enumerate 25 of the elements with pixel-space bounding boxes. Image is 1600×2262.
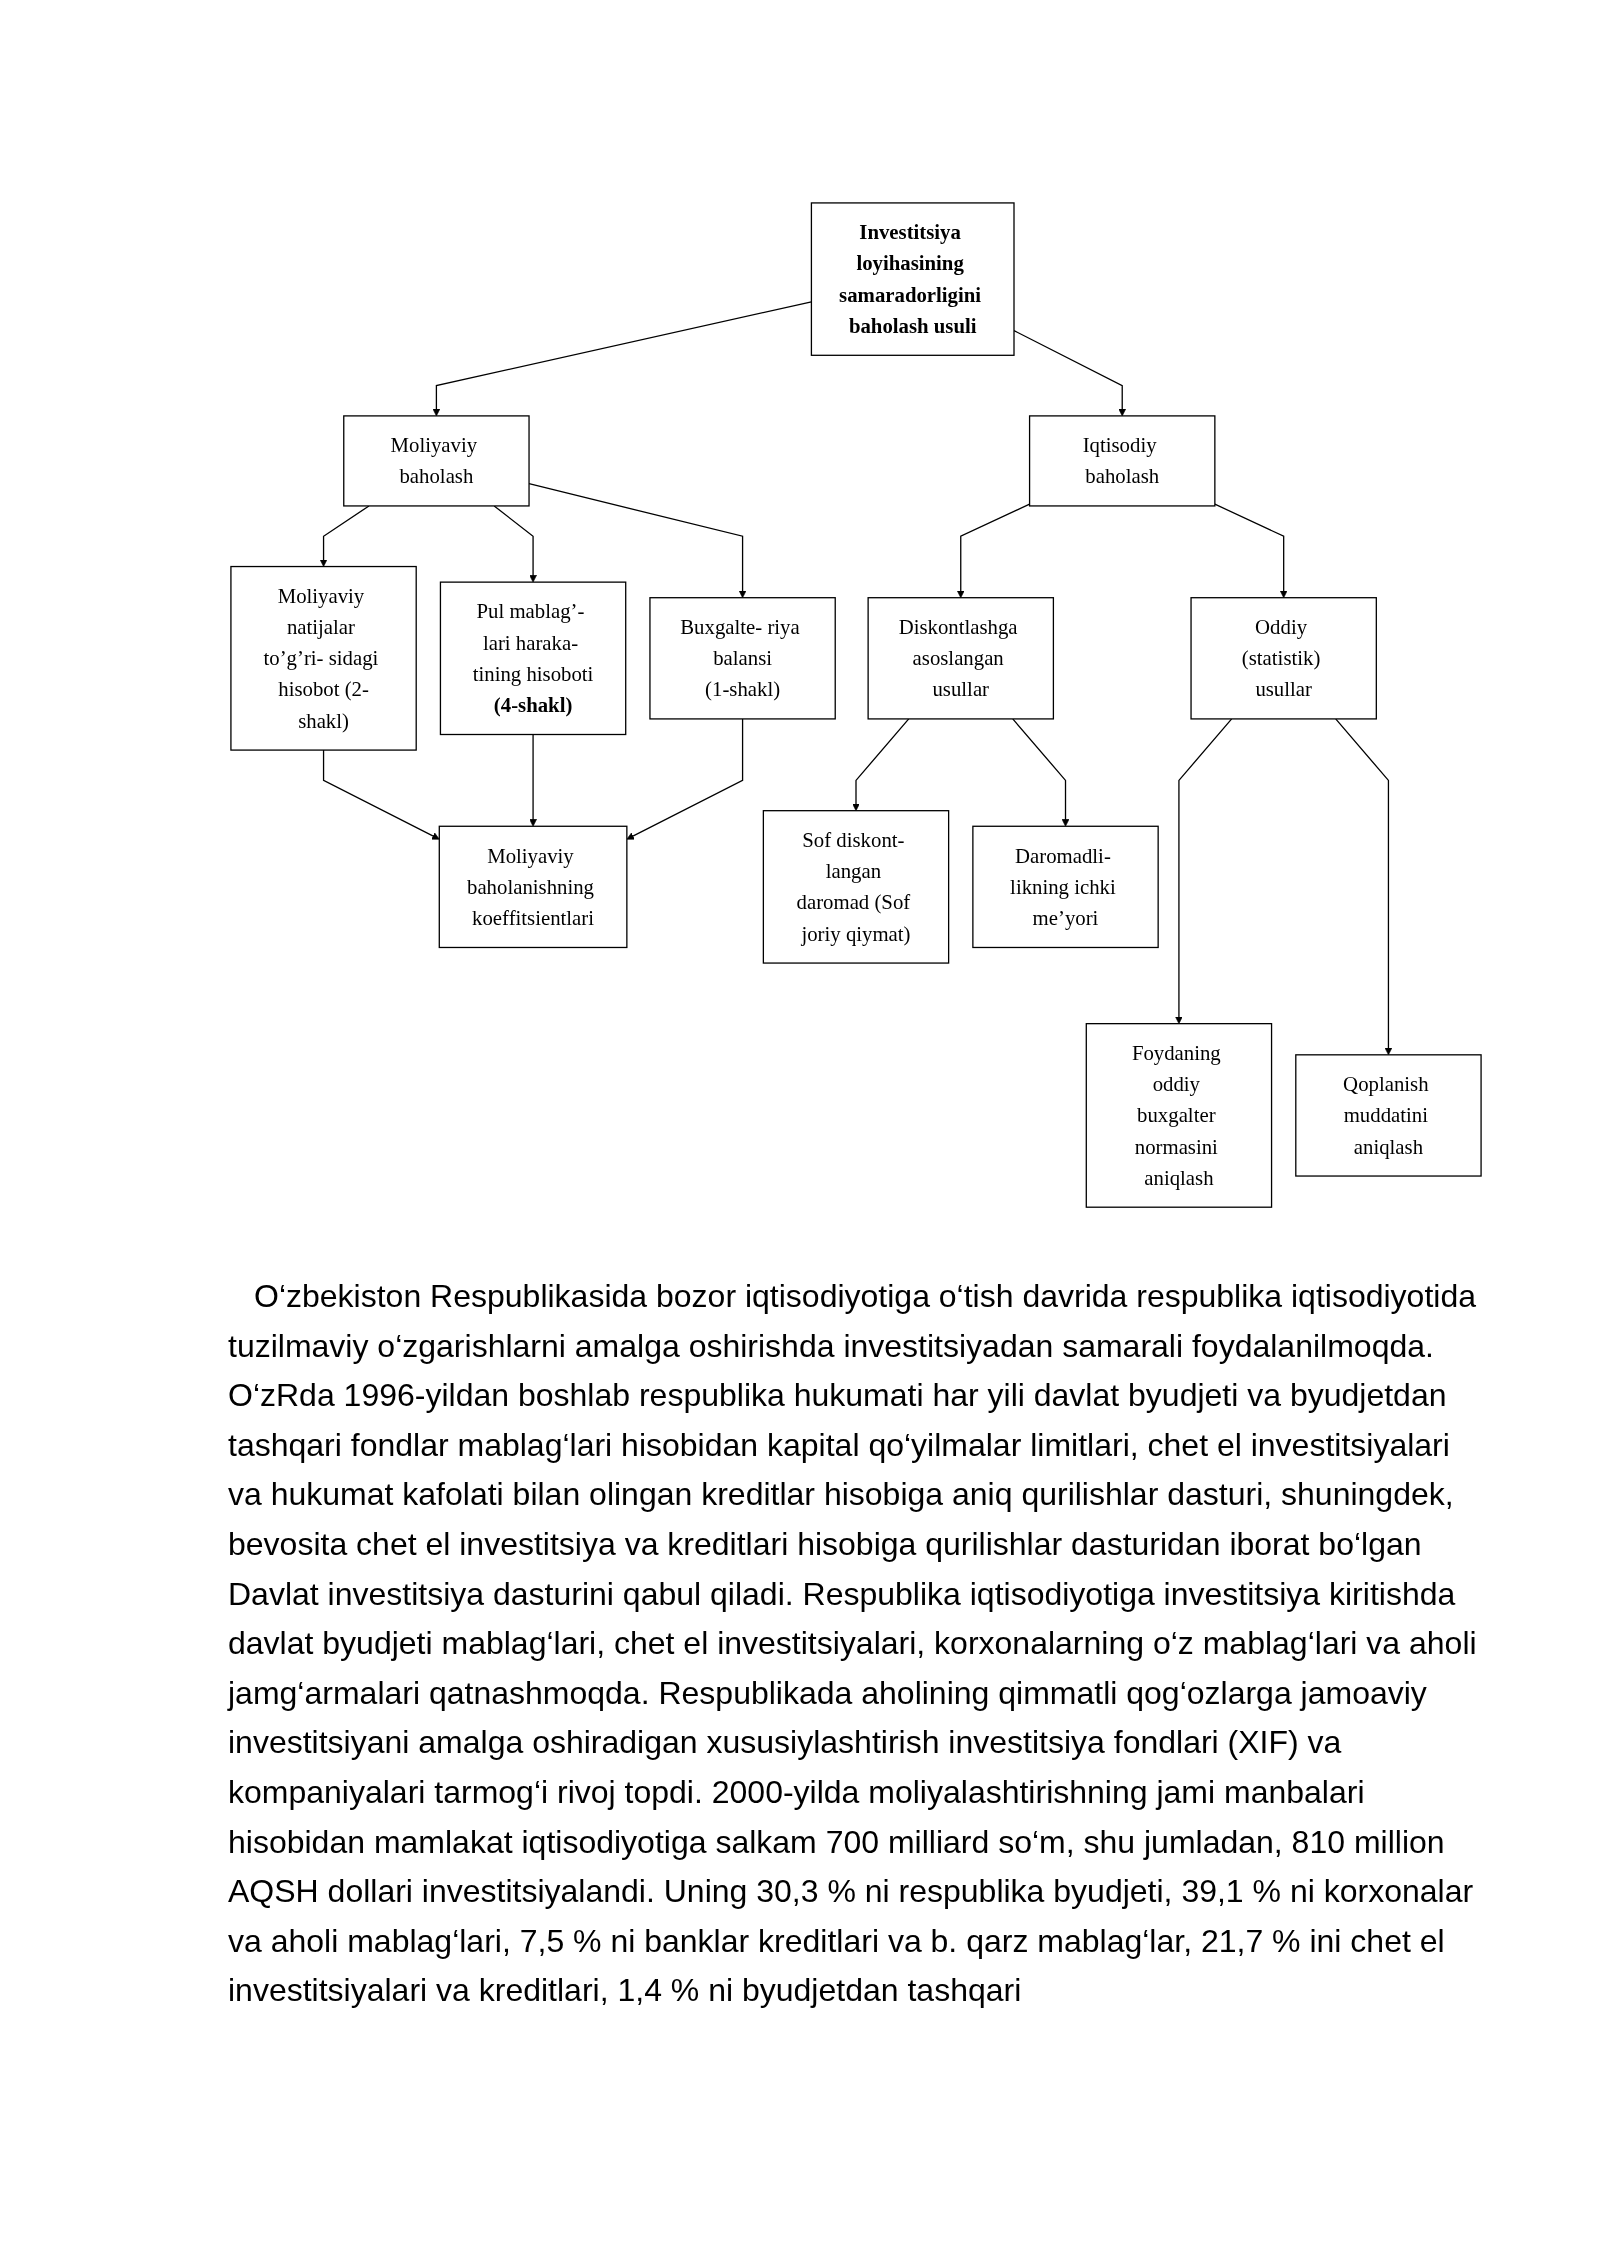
paragraph: O‘zbekiston Respublikasida bozor iqtisodiyotiga o‘tish davrida respublika iqtisodiyotida tuzilmaviy o‘zgarishlarni amalga oshirishda investitsiyadan samarali foydalanilmoqda. O‘zRda 1996-yildan boshlab respublika hukumati har yili davlat byudjeti va byudjetdan tashqari fondlar mablag‘lari hisobidan kapital qo‘yilmalar limitlari, chet el investitsiyalari va hukumat kafolati bilan olingan kreditlar hisobiga aniq qurilishlar dasturi, shuningdek, bevosita chet el investitsiya va kreditlari hisobiga qurilishlar dasturidan iborat bo‘lgan Davlat investitsiya dasturini qabul qiladi. Respublika iqtisodiyotiga investitsiya kiritishda davlat byudjeti mablag‘lari, chet el investitsiyalari, korxonalarning o‘z mablag‘lari va aholi jamg‘armalari qatnashmoqda. Respublikada aholining qimmatli qog‘ozlarga jamoaviy investitsiyani amalga oshiradigan xususiylashtirish investitsiya fondlari (XIF) va kompaniyalari tarmog‘i rivoj topdi. 2000-yilda moliyalashtirishning jami manbalari hisobidan mamlakat iqtisodiyotiga salkam 700 milliard so‘m, shu jumladan, 810 million AQSH dollari investitsiyalandi. Uning 30,3 % ni respublika byudjeti, 39,1 % ni korxonalar va aholi mablag‘lari, 7,5 % ni banklar kreditlari va b. qarz mablag‘lar, 21,7 % ini chet el investitsiyalari va kreditlari, 1,4 % ni byudjetdan tashqari [228,1277,1478,2011]
arrow [1012,718,1070,827]
node-box: Oddiy (statistik) usullar [1190,597,1377,720]
node-box: Qoplanish muddatini aniqlash [1295,1054,1482,1177]
node-box: Foydaning oddiy buxgalter normasini aniqlash [1085,1023,1273,1208]
node-box: Moliyaviy natijalar to’g’ri- sidagi hisobot (2-shakl) [230,565,417,751]
node-box: Sof diskont- langan daromad (Sof joriy qiymat) [762,810,950,964]
arrow [956,503,1031,599]
node-box: Investitsiya loyihasining samaradorligini baholash usuli [810,202,1015,356]
node-box: Moliyaviy baholash [343,415,530,507]
node-box: Iqtisodiy baholash [1028,415,1216,507]
arrow [319,505,370,567]
arrow [529,733,537,827]
arrow [322,749,440,840]
arrow [1175,718,1233,1024]
arrow [493,505,537,583]
node-box: Buxgalte- riya balansi (1-shakl) [649,597,836,720]
node-box: Moliyaviy baholanishning koeffitsientlari [438,825,628,949]
node-box: Diskontlashga asoslangan usullar [867,597,1055,720]
node-box: Daromadli- likning ichki me’yori [972,825,1159,949]
arrow [1214,503,1288,599]
arrow [852,718,910,812]
arrow [626,718,744,840]
node-box: Pul mablag’- lari haraka- tining hisoboti (4-shakl) [439,581,627,736]
arrow [1335,718,1393,1056]
